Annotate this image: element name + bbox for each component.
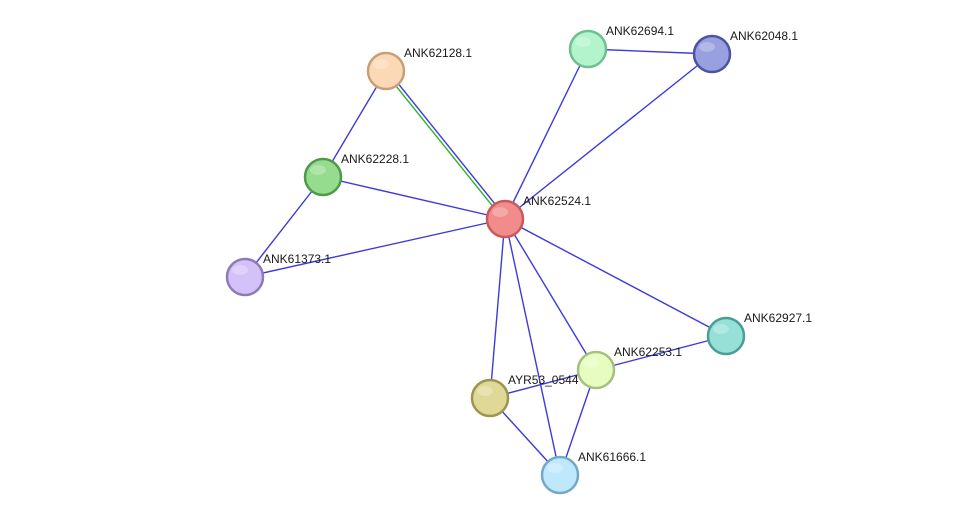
- edge-ank62524-1-ank62927-1: [504, 218, 727, 337]
- node-ank62048-1[interactable]: ANK62048.1: [692, 29, 798, 74]
- edge-ank62228-1-ank61373-1: [244, 176, 324, 278]
- node-circle[interactable]: [568, 29, 608, 69]
- node-ank62927-1[interactable]: ANK62927.1: [706, 311, 812, 356]
- node-ayr53-0544[interactable]: AYR53_0544: [470, 373, 579, 418]
- edge-ank61373-1-ank62524-1: [244, 218, 506, 278]
- edge-ank62524-1-ank62253-1: [504, 218, 597, 371]
- node-circle[interactable]: [576, 350, 616, 390]
- node-highlight: [575, 37, 591, 47]
- node-highlight: [492, 207, 508, 217]
- node-circle[interactable]: [485, 199, 525, 239]
- node-highlight: [310, 165, 326, 175]
- node-label: ANK62048.1: [730, 29, 798, 43]
- edge-ank62253-1-ank62927-1: [595, 335, 727, 371]
- edge-ank62524-1-ank61666-1: [504, 218, 561, 476]
- node-circle[interactable]: [303, 157, 343, 197]
- node-circle[interactable]: [470, 378, 510, 418]
- node-label: ANK61666.1: [578, 450, 646, 464]
- node-circle[interactable]: [692, 34, 732, 74]
- node-circle[interactable]: [225, 257, 265, 297]
- node-label: ANK62228.1: [341, 152, 409, 166]
- node-ank62228-1[interactable]: ANK62228.1: [303, 152, 409, 197]
- node-ank62128-1[interactable]: ANK62128.1: [366, 46, 472, 91]
- node-highlight: [232, 265, 248, 275]
- node-label: ANK62128.1: [404, 46, 472, 60]
- node-label: ANK62927.1: [744, 311, 812, 325]
- edge-ank62694-1-ank62048-1: [587, 48, 713, 55]
- node-label: ANK62694.1: [606, 24, 674, 38]
- node-highlight: [699, 42, 715, 52]
- node-ank62253-1[interactable]: ANK62253.1: [576, 345, 682, 390]
- edge-ank62694-1-ank62524-1: [504, 48, 589, 220]
- node-circle[interactable]: [366, 51, 406, 91]
- edge-ank62128-1-ank62524-1-alt: [384, 71, 505, 221]
- nodes-layer: ANK62524.1 ANK62128.1ANK62228.1ANK61373.1…: [225, 24, 812, 495]
- node-highlight: [477, 386, 493, 396]
- edge-ank62048-1-ank62524-1: [504, 53, 713, 220]
- node-circle[interactable]: [706, 316, 746, 356]
- node-highlight: [713, 324, 729, 334]
- edge-ank62128-1-ank62524-1: [386, 69, 507, 219]
- node-circle[interactable]: [540, 455, 580, 495]
- edge-ank62228-1-ank62524-1: [322, 176, 506, 220]
- edge-ank62524-1-ayr53-0544: [489, 218, 506, 399]
- node-highlight: [583, 358, 599, 368]
- node-ank62524-1[interactable]: ANK62524.1: [485, 194, 591, 239]
- edge-ank62128-1-ank62228-1: [322, 70, 387, 178]
- node-label: AYR53_0544: [508, 373, 579, 387]
- node-label: ANK61373.1: [263, 252, 331, 266]
- node-highlight: [373, 59, 389, 69]
- node-ank61666-1[interactable]: ANK61666.1: [540, 450, 646, 495]
- node-ank62694-1[interactable]: ANK62694.1: [568, 24, 674, 69]
- node-ank61373-1[interactable]: ANK61373.1: [225, 252, 331, 297]
- node-label: ANK62524.1: [523, 194, 591, 208]
- edges-layer: [244, 48, 727, 476]
- node-label: ANK62253.1: [614, 345, 682, 359]
- node-highlight: [547, 463, 563, 473]
